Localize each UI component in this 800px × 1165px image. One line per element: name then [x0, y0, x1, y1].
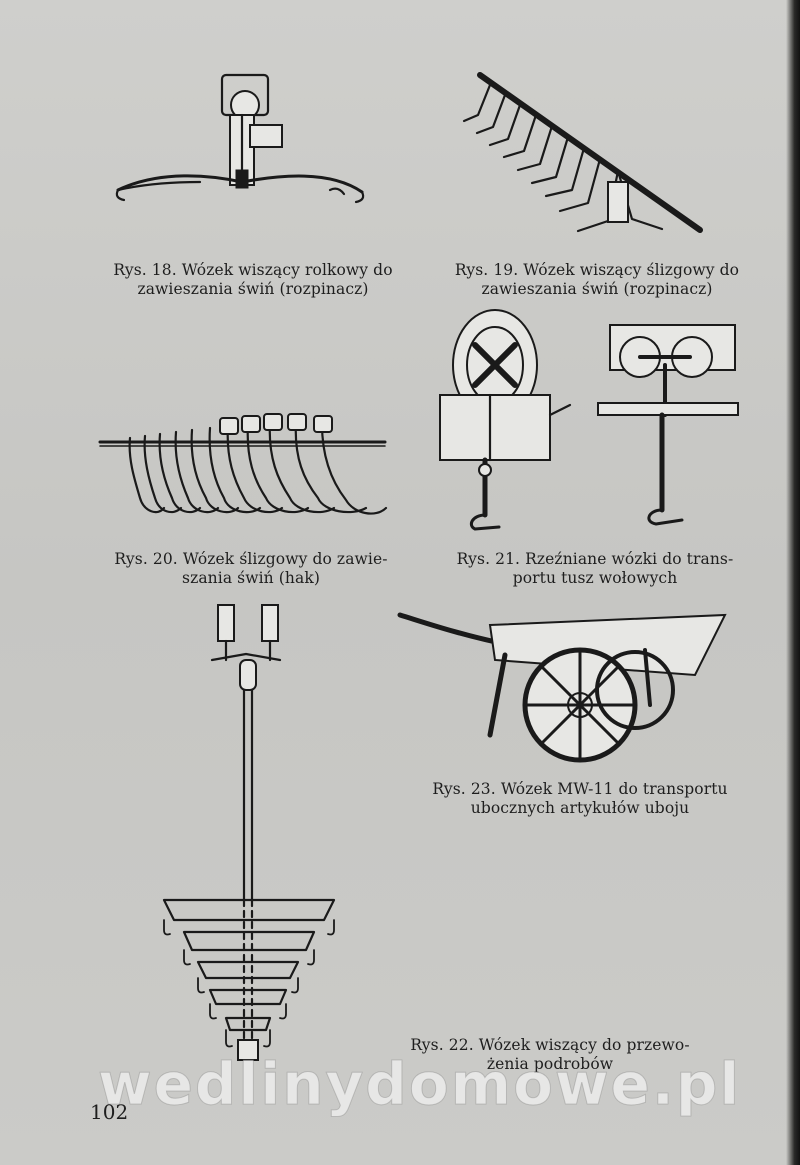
- figure-21-caption: Rys. 21. Rzeźniane wózki do trans- portu…: [430, 550, 760, 588]
- watermark: wedlinydomowe.pl: [98, 1050, 742, 1119]
- page-number: 102: [90, 1100, 129, 1124]
- figure-21-caption-line1: Rys. 21. Rzeźniane wózki do trans-: [456, 550, 734, 568]
- figure-18-caption-line1: Rys. 18. Wózek wiszący rolkowy do: [113, 261, 393, 279]
- figure-21-caption-line2: portu tusz wołowych: [512, 569, 678, 587]
- figure-19-caption-line1: Rys. 19. Wózek wiszący ślizgowy do: [454, 261, 740, 279]
- figure-20-caption-line2: szania świń (hak): [182, 569, 320, 587]
- figure-18-caption-line2: zawieszania świń (rozpinacz): [137, 280, 369, 298]
- figure-22-drawing: [162, 604, 336, 1061]
- figure-19-drawing: [462, 72, 703, 233]
- figure-18-drawing: [115, 73, 365, 204]
- figure-22-caption-line2: żenia podrobów: [486, 1055, 614, 1073]
- figure-20-drawing: [98, 413, 388, 515]
- figure-23-caption-line1: Rys. 23. Wózek MW-11 do transportu: [432, 780, 728, 798]
- figure-18-caption: Rys. 18. Wózek wiszący rolkowy do zawies…: [88, 261, 418, 299]
- page-edge-shadow: [786, 0, 800, 1165]
- figure-23-drawing: [397, 612, 727, 763]
- figure-20-caption: Rys. 20. Wózek ślizgowy do zawie- szania…: [86, 550, 416, 588]
- figure-23-caption-line2: ubocznych artykułów uboju: [470, 799, 690, 817]
- figure-21-drawing: [439, 309, 739, 531]
- figure-22-caption-line1: Rys. 22. Wózek wiszący do przewo-: [410, 1036, 690, 1054]
- figure-19-caption: Rys. 19. Wózek wiszący ślizgowy do zawie…: [432, 261, 762, 299]
- figure-22-caption: Rys. 22. Wózek wiszący do przewo- żenia …: [380, 1036, 720, 1074]
- figure-20-caption-line1: Rys. 20. Wózek ślizgowy do zawie-: [114, 550, 388, 568]
- figure-23-caption: Rys. 23. Wózek MW-11 do transportu ubocz…: [410, 780, 750, 818]
- figure-19-caption-line2: zawieszania świń (rozpinacz): [481, 280, 713, 298]
